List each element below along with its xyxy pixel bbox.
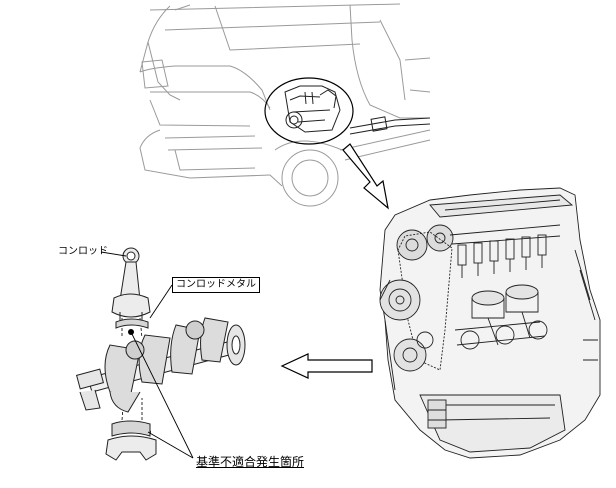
label-conrod: コンロッド (58, 246, 108, 257)
arrow-to-crankshaft (280, 353, 373, 379)
crankshaft (75, 317, 246, 413)
arrow-to-engine (342, 143, 389, 210)
vehicle-illustration (139, 3, 431, 207)
leader-lines (100, 251, 194, 459)
engine-cutaway (379, 187, 601, 459)
label-conrod-metal: コンロッドメタル (172, 277, 260, 293)
valve-cluster (457, 234, 547, 278)
connecting-rod (111, 247, 151, 322)
pistons (471, 284, 539, 346)
conrod-metal-upper (115, 318, 149, 329)
vehicle-engine-highlight (284, 85, 431, 135)
conrod-cap (105, 420, 157, 461)
engine-highlight-circle (264, 77, 354, 145)
label-defect-location: 基準不適合発生箇所 (196, 455, 305, 469)
